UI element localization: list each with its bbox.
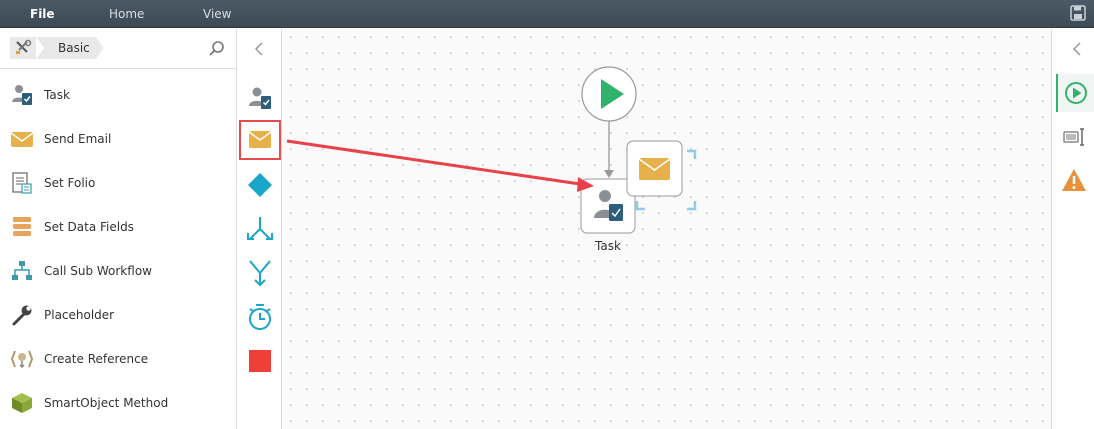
menu-file[interactable]: File [30, 7, 55, 21]
smartobject-icon [12, 393, 32, 413]
toolbox-header: Basic [0, 29, 236, 69]
warning-icon[interactable] [1058, 165, 1090, 197]
tools-icon [16, 39, 32, 54]
collapse-right-panel-icon[interactable] [1069, 41, 1085, 57]
properties-icon[interactable] [1058, 122, 1090, 154]
collapse-left-icon[interactable] [251, 41, 267, 57]
toolbox-panel: Basic Task Send Email Set Folio [0, 29, 237, 429]
start-properties-button[interactable] [1056, 74, 1094, 112]
task-icon [12, 85, 32, 105]
start-node[interactable] [581, 66, 637, 122]
search-icon[interactable] [208, 40, 226, 58]
set-folio-icon [12, 172, 32, 194]
data-fields-icon [13, 217, 31, 236]
strip-task-icon[interactable] [245, 83, 275, 113]
canvas-drawing [580, 66, 697, 234]
toolbox-item-label: Task [44, 88, 70, 102]
tools-breadcrumb-button[interactable] [10, 37, 36, 59]
dragged-email-node[interactable] [626, 140, 697, 211]
strip-merge-icon[interactable] [245, 258, 275, 288]
strip-email-icon [248, 131, 272, 148]
right-panel [1051, 29, 1094, 429]
wrench-icon [12, 305, 32, 326]
toolbox-item-set-folio[interactable]: Set Folio [0, 161, 236, 205]
toolbox-item-label: Create Reference [44, 352, 149, 366]
play-circle-icon [1065, 82, 1087, 104]
toolbox-item-label: SmartObject Method [44, 396, 169, 410]
shape-strip [237, 29, 282, 429]
toolbox-item-label: Placeholder [44, 308, 115, 322]
strip-end-icon[interactable] [245, 346, 275, 376]
strip-split-icon[interactable] [245, 214, 275, 244]
toolbox-item-set-data-fields[interactable]: Set Data Fields [0, 205, 236, 249]
toolbox-item-placeholder[interactable]: Placeholder [0, 293, 236, 337]
toolbox-item-send-email[interactable]: Send Email [0, 117, 236, 161]
breadcrumb-basic[interactable]: Basic [36, 37, 104, 59]
toolbox-item-task[interactable]: Task [0, 73, 236, 117]
strip-decision-icon[interactable] [245, 170, 275, 200]
menu-view[interactable]: View [203, 7, 232, 21]
reference-icon [10, 350, 34, 369]
toolbox-item-call-sub-workflow[interactable]: Call Sub Workflow [0, 249, 236, 293]
toolbox-item-label: Send Email [44, 132, 112, 146]
menu-home[interactable]: Home [109, 7, 145, 21]
strip-timer-icon[interactable] [245, 302, 275, 332]
top-menu-bar: File Home View [0, 0, 1094, 28]
task-node-label: Task [595, 239, 621, 253]
connector-arrowhead [604, 170, 614, 178]
sub-workflow-icon [12, 261, 32, 280]
save-icon[interactable] [1070, 5, 1086, 21]
toolbox-item-label: Call Sub Workflow [44, 264, 152, 278]
toolbox-item-create-reference[interactable]: Create Reference [0, 337, 236, 381]
task-node[interactable] [580, 178, 636, 234]
design-canvas[interactable]: Task [283, 29, 1051, 429]
toolbox-item-label: Set Folio [44, 176, 96, 190]
strip-email-selected[interactable] [239, 120, 281, 160]
email-icon [10, 132, 34, 147]
toolbox-item-label: Set Data Fields [44, 220, 134, 234]
toolbox-item-smartobject-method[interactable]: SmartObject Method [0, 381, 236, 425]
